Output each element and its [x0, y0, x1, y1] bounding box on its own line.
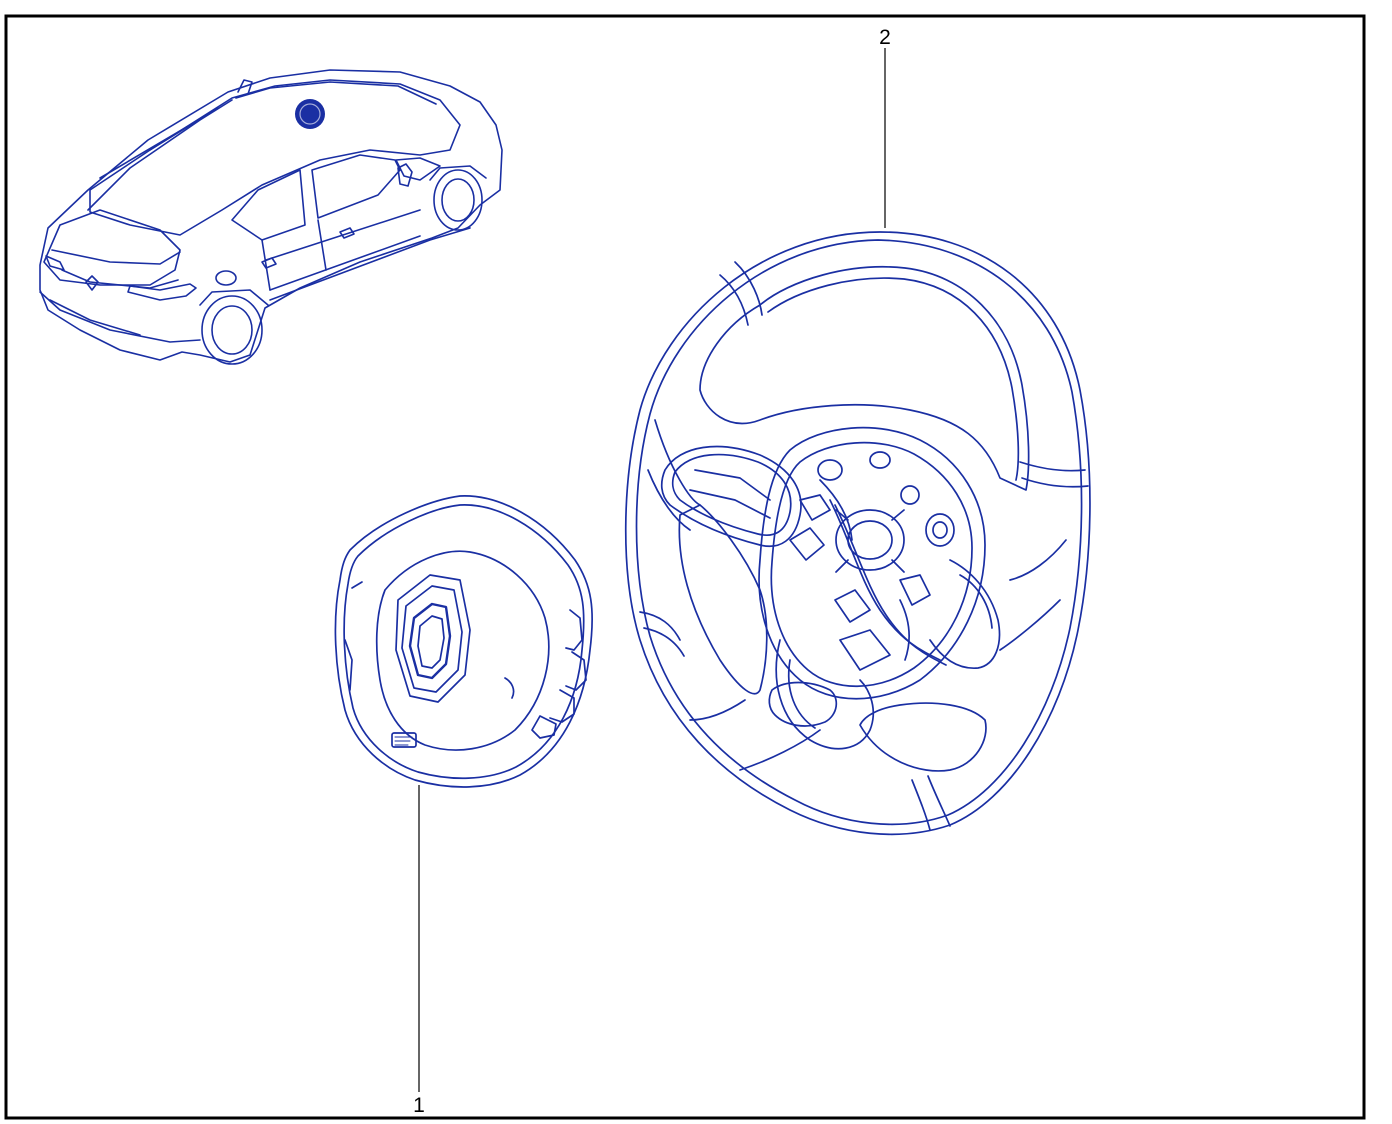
callout-2: 2 — [879, 26, 891, 228]
steering-wheel-drawing — [624, 231, 1091, 836]
airbag-module-drawing — [334, 495, 594, 788]
callout-2-label: 2 — [879, 26, 891, 49]
callout-1-label: 1 — [413, 1094, 425, 1117]
sedan-locator-icon — [39, 69, 503, 365]
diagram-frame — [4, 14, 1366, 1120]
callout-1: 1 — [413, 785, 425, 1117]
location-marker-icon — [295, 99, 325, 129]
